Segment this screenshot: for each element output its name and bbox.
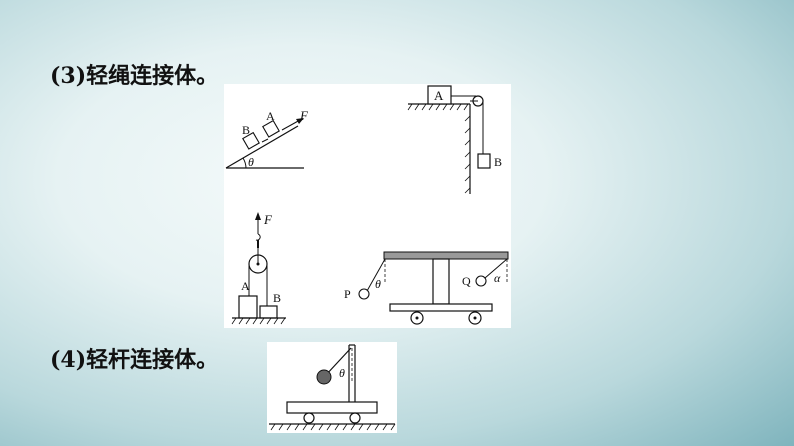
table-label-a: A	[434, 88, 444, 103]
cart-label-q: Q	[462, 274, 471, 288]
lift-label-force: F	[263, 212, 273, 227]
incline-label-b: B	[242, 123, 250, 137]
heading-light-rod: (4)轻杆连接体。	[50, 347, 219, 373]
incline-label-angle: θ	[248, 155, 254, 169]
lift-pulley-figure: F A B	[231, 212, 286, 325]
lift-label-a: A	[241, 279, 250, 293]
table-pulley-figure: A B	[407, 85, 502, 194]
cart-label-p: P	[344, 287, 351, 301]
lift-label-b: B	[273, 291, 281, 305]
incline-figure: B A F θ	[225, 108, 309, 169]
incline-label-force: F	[299, 108, 309, 123]
table-label-b: B	[494, 155, 502, 169]
cart-pendulums-figure: P θ Q α	[344, 251, 509, 325]
cart-label-theta: θ	[375, 277, 381, 291]
rod-cart-figure: θ	[269, 344, 396, 431]
heading-light-rope: (3)轻绳连接体。	[50, 63, 219, 89]
rope-connected-figures: B A F θ A	[225, 85, 509, 325]
incline-label-a: A	[266, 109, 275, 123]
cart-label-alpha: α	[494, 271, 501, 285]
rod-label-theta: θ	[339, 366, 345, 380]
figure-panel-rod: θ	[267, 342, 397, 433]
figure-panel-rope: B A F θ A	[224, 84, 511, 328]
